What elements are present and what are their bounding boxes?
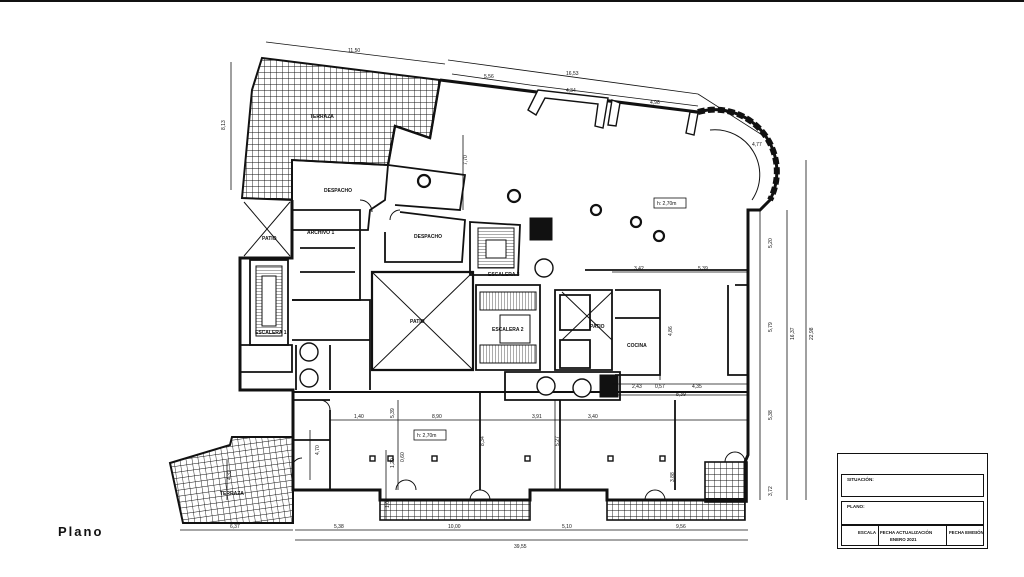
doors (291, 199, 746, 501)
dim-top-11-50: 11,50 (348, 48, 360, 54)
accessible-wc-symbols (299, 258, 592, 398)
dim-low-3-88: 3,88 (670, 472, 676, 482)
tb-situacion-row: SITUACIÓN: (841, 474, 984, 497)
dim-top-16-53: 16,53 (566, 71, 579, 77)
title-block: SITUACIÓN: PLANO: ESCALA FECHA ACTUALIZA… (837, 453, 988, 549)
dim-right-5-20: 5,20 (768, 238, 774, 248)
dim-bottom-5-10: 5,10 (562, 524, 572, 530)
dim-bottom-6-37: 6,37 (230, 524, 240, 530)
dim-low-3-40: 3,40 (588, 414, 598, 420)
label-despacho-2: DESPACHO (414, 234, 442, 240)
dim-top-4-34: 4,34 (566, 88, 576, 94)
tb-escala-label: ESCALA (858, 530, 877, 535)
label-escalera-3: ESCALERA 3 (488, 272, 520, 278)
dim-mid-7-70: 7,70 (463, 155, 469, 165)
building-outline (238, 78, 780, 502)
label-patio-center: PATIO (410, 319, 425, 325)
dim-right-5-38: 5,38 (768, 410, 774, 420)
pillars (369, 455, 666, 462)
tb-plano-label: PLANO: (847, 504, 865, 509)
dim-low-1-40: 1,40 (354, 414, 364, 420)
interior-walls (240, 159, 748, 490)
dim-low-5-39: 5,39 (390, 408, 396, 418)
height-bottom: h: 2,70m (417, 433, 436, 439)
dim-low-1-06: 1,06 (385, 498, 391, 508)
dim-top-5-56: 5,56 (484, 74, 494, 80)
terraza-top (240, 56, 442, 202)
dim-mid-5-39: 5,39 (698, 266, 708, 272)
dim-bottom-10-00: 10,00 (448, 524, 461, 530)
dim-low-8-34: 8,34 (480, 436, 486, 446)
dim-right-16-37: 16,37 (790, 327, 796, 340)
dim-bottom-39-55: 39,55 (514, 544, 527, 550)
label-escalera-1: ESCALERA 1 (255, 330, 287, 336)
dim-low-0-60: 0,60 (400, 452, 406, 462)
dim-right-22-98: 22,98 (809, 327, 815, 340)
stairs (255, 217, 619, 398)
tb-fecha-actualizacion-label: FECHA ACTUALIZACIÓN (880, 530, 933, 535)
dim-mid-4-35: 4,35 (692, 384, 702, 390)
dim-low-8-90: 8,90 (432, 414, 442, 420)
top-rule (0, 0, 1024, 2)
label-cocina: COCINA (627, 343, 647, 349)
label-terraza-top: TERRAZA (310, 114, 334, 120)
dim-mid-2-43: 2,43 (632, 384, 642, 390)
dimension-lines (180, 41, 807, 541)
dim-right-3-72: 3,72 (768, 486, 774, 496)
dim-top-4-98: 4,98 (650, 100, 660, 106)
dim-low-4-32: 4,32 (227, 470, 233, 480)
label-patio-right: PATIO (590, 324, 605, 330)
label-despacho-1: DESPACHO (324, 188, 352, 194)
tb-fecha-emision-label: FECHA EMISIÓN (949, 530, 984, 535)
height-top: h: 2,70m (657, 201, 676, 207)
label-terraza-bottom: TERRAZA (220, 491, 244, 497)
tb-fecha-actualizacion-value: ENERO 2021 (890, 537, 917, 542)
height-labels: h: 2,70m h: 2,70m (413, 197, 687, 441)
room-labels: TERRAZA DESPACHO DESPACHO ARCHIVO 1 PATI… (220, 114, 647, 497)
label-patio-left: PATIO (262, 236, 277, 242)
patio-cross (243, 201, 613, 371)
dim-low-4-70: 4,70 (315, 445, 321, 455)
dim-mid-4-86: 4,86 (668, 326, 674, 336)
terraza-strips (379, 461, 748, 521)
label-escalera-2: ESCALERA 2 (492, 327, 524, 333)
columns (416, 173, 666, 243)
dim-bottom-5-38: 5,38 (334, 524, 344, 530)
dim-mid-3-42: 3,42 (634, 266, 644, 272)
tb-plano-row: PLANO: (841, 501, 984, 525)
dim-mid-0-57: 0,57 (655, 384, 665, 390)
dim-bottom-9-56: 9,56 (676, 524, 686, 530)
tb-info-row: ESCALA FECHA ACTUALIZACIÓN ENERO 2021 FE… (841, 525, 984, 546)
dim-corner-4-77: 4,77 (752, 142, 762, 148)
bay-windows (527, 89, 699, 136)
dim-left-8-13: 8,13 (221, 120, 227, 130)
label-archivo: ARCHIVO 1 (307, 230, 334, 236)
dimension-texts: 11,50 16,53 5,56 4,34 4,98 8,13 4,77 7,7… (221, 48, 815, 550)
tb-cell-divider-2 (946, 526, 947, 545)
dim-low-5-27: 5,27 (555, 436, 561, 446)
dim-low-1-20: 1,20 (390, 458, 396, 468)
tb-cell-divider-1 (878, 526, 879, 545)
dim-mid-8-39: 8,39 (676, 392, 686, 398)
dim-low-3-91: 3,91 (532, 414, 542, 420)
plan-caption: Plano (58, 524, 104, 539)
dim-right-5-79: 5,79 (768, 322, 774, 332)
tb-situacion-label: SITUACIÓN: (847, 477, 874, 482)
